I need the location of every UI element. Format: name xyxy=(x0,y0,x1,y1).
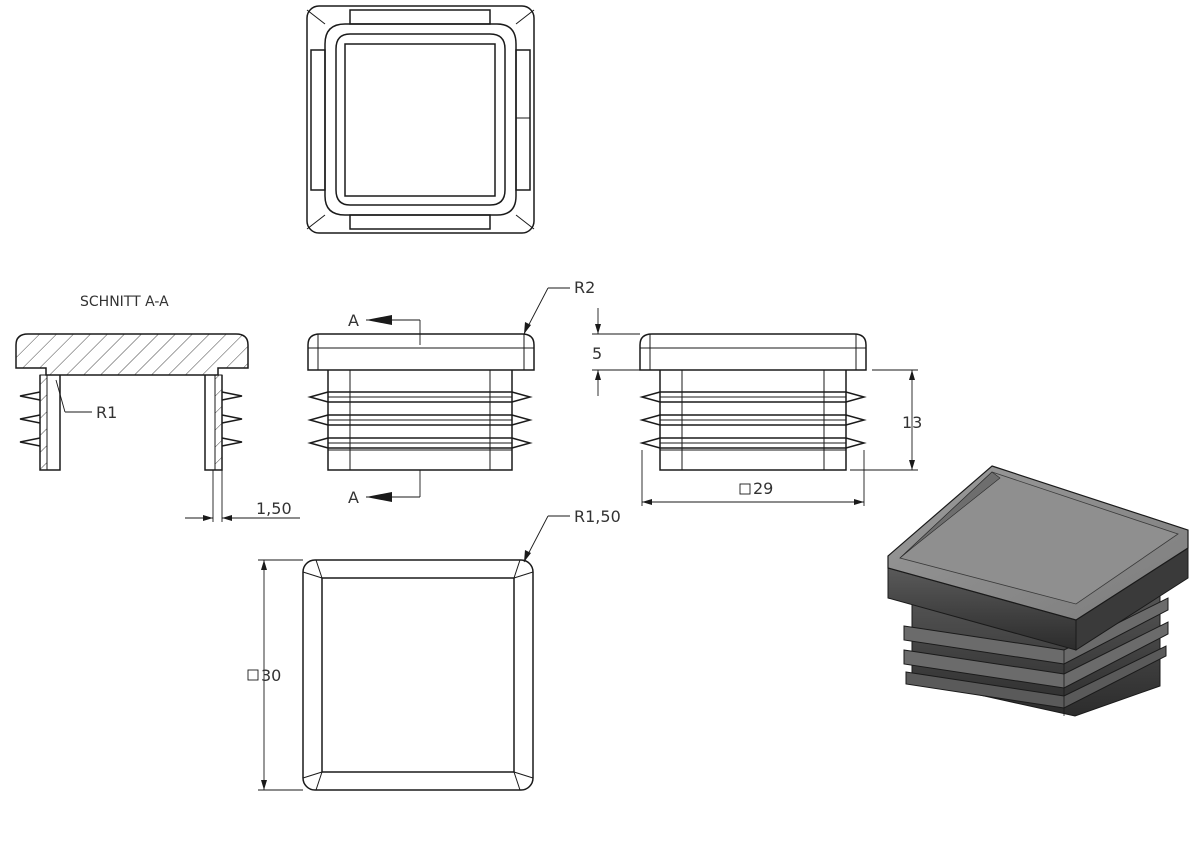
bottom-view: R1,50 30 xyxy=(247,507,621,791)
front-view: A A R2 xyxy=(307,278,595,507)
dim-ribs-height: 13 xyxy=(902,413,922,432)
section-title: SCHNITT A-A xyxy=(80,294,169,310)
isometric-view xyxy=(887,465,1189,717)
section-cap-hatched xyxy=(15,333,249,376)
dim-width-30: 30 xyxy=(261,666,281,685)
dim-r150: R1,50 xyxy=(574,507,621,526)
dim-r1: R1 xyxy=(96,403,117,422)
section-view: SCHNITT A-A R1 1,50 xyxy=(15,294,300,522)
square-symbol-29 xyxy=(739,483,751,495)
dim-cap-height: 5 xyxy=(592,344,602,363)
dim-r2: R2 xyxy=(574,278,595,297)
dim-wall-thickness: 1,50 xyxy=(256,499,292,518)
square-symbol-30 xyxy=(247,669,259,681)
top-view xyxy=(306,5,535,234)
section-marker-top: A xyxy=(348,311,359,330)
side-view: 5 13 29 xyxy=(592,308,922,506)
section-marker-bottom: A xyxy=(348,488,359,507)
dim-width-29: 29 xyxy=(753,479,773,498)
